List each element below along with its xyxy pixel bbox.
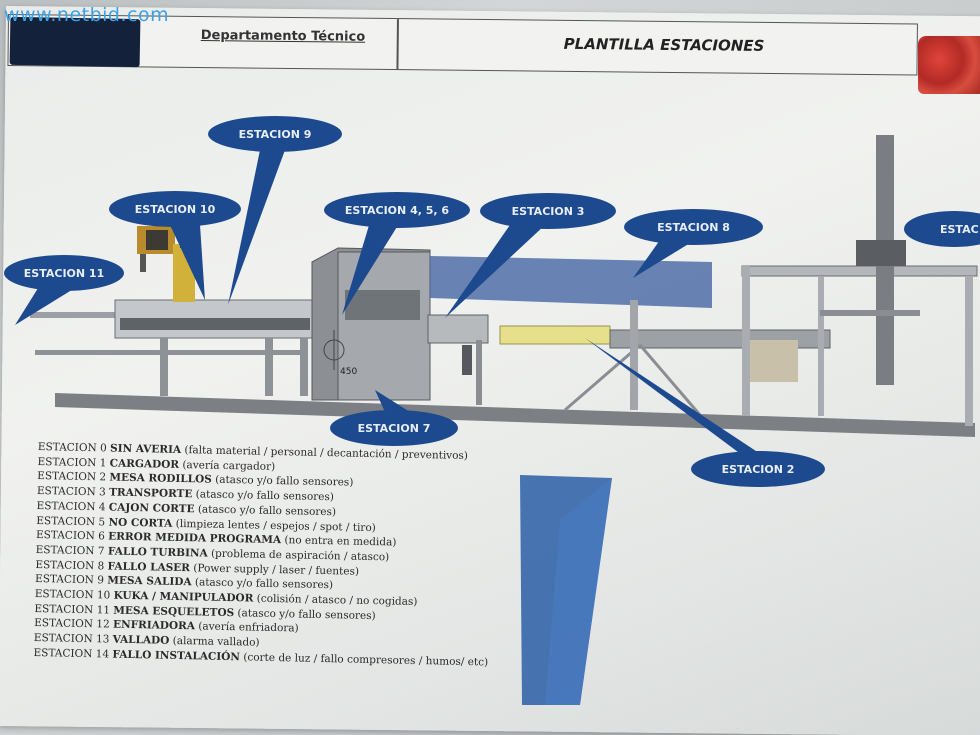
watermark: www.netbid.com [4, 4, 170, 26]
station-10-callout: ESTACION 10 [109, 191, 241, 227]
floor-rail [55, 393, 975, 437]
transport-belt [427, 314, 489, 405]
station-7-callout: ESTACION 7 [330, 410, 458, 446]
dimension-label: 450 [340, 367, 357, 377]
skeleton-table [30, 299, 320, 396]
station-4-5-6-callout: ESTACION 4, 5, 6 [324, 192, 470, 228]
gantry [741, 135, 978, 426]
station-2-callout: ESTACION 2 [691, 451, 825, 487]
cutting-box: 450 [311, 247, 431, 401]
kuka-robot [137, 226, 195, 302]
station-partial-callout: ESTAC [904, 211, 980, 247]
station-8-callout: ESTACION 8 [624, 209, 763, 245]
red-object [918, 36, 980, 94]
station-3-callout: ESTACION 3 [480, 193, 616, 229]
station-legend: ESTACION 0 SIN AVERIA (falta material / … [33, 440, 508, 670]
station-9-callout: ESTACION 9 [208, 116, 342, 152]
station-11-callout: ESTACION 11 [4, 255, 124, 291]
